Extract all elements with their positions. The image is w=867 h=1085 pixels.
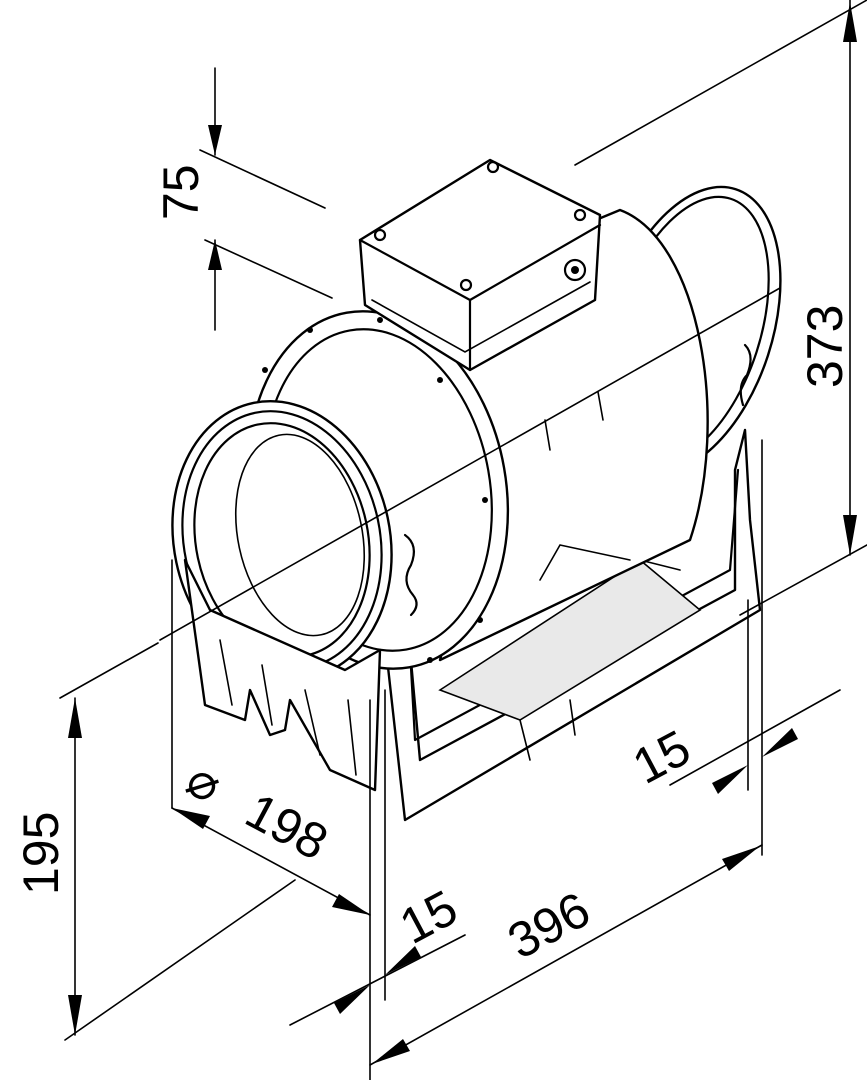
cable-gland-icon [563,258,587,282]
front-legs [183,558,382,792]
mounting-bracket [383,428,762,822]
box-height-label: 75 [153,164,209,220]
front-spigot-label: 15 [391,879,466,955]
diameter-symbol: ⌀ [178,750,231,814]
overall-height-label: 373 [797,305,853,388]
axis-height-label: 195 [13,812,69,895]
junction-box [358,158,602,372]
duct-diameter-label: 198 [237,782,337,871]
overall-length-label: 396 [499,881,599,970]
axis-centre-line [159,287,781,641]
inline-duct-fan [159,158,782,822]
rear-spigot-label: 15 [624,719,699,795]
dimension-lines [59,0,867,1081]
